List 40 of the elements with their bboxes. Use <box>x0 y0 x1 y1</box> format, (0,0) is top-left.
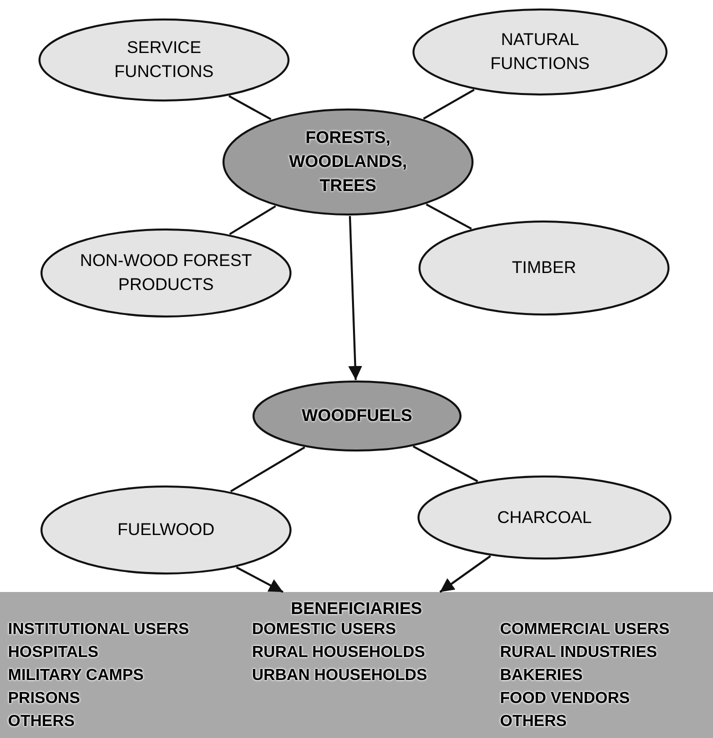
shaded-ellipse <box>252 380 462 452</box>
node-label: TIMBER <box>512 257 576 279</box>
ellipse-node <box>417 475 672 560</box>
list-item: MILITARY CAMPS <box>8 666 144 686</box>
connector-line <box>230 446 306 492</box>
connector-line <box>412 446 478 482</box>
node-label: FORESTS, WOODLANDS, TREES <box>288 127 408 197</box>
connector-line <box>426 203 472 230</box>
node-label: SERVICE FUNCTIONS <box>113 37 215 83</box>
category-heading: COMMERCIAL USERS <box>500 620 670 640</box>
ellipse-node <box>40 228 292 318</box>
list-item: HOSPITALS <box>8 643 98 663</box>
connector-line <box>422 88 475 120</box>
node-label: FUELWOOD <box>118 519 214 541</box>
band-heading: BENEFICIARIES <box>290 598 424 620</box>
ellipse-node <box>38 18 290 102</box>
arrow <box>439 555 492 593</box>
ellipse-node <box>412 8 668 96</box>
list-item: RURAL HOUSEHOLDS <box>252 643 426 663</box>
connector-line <box>228 95 272 120</box>
node-label: WOODFUELS <box>302 405 412 427</box>
list-item: FOOD VENDORS <box>500 689 630 709</box>
list-item: RURAL INDUSTRIES <box>500 643 658 663</box>
list-item: URBAN HOUSEHOLDS <box>252 666 428 686</box>
category-heading: DOMESTIC USERS <box>252 620 396 640</box>
beneficiaries-band <box>0 592 713 738</box>
list-item: OTHERS <box>8 712 75 732</box>
list-item: BAKERIES <box>500 666 583 686</box>
arrow <box>348 216 362 380</box>
node-label: CHARCOAL <box>497 506 592 528</box>
category-heading: INSTITUTIONAL USERS <box>8 620 190 640</box>
node-label: NATURAL FUNCTIONS <box>489 29 591 75</box>
ellipse-node <box>40 485 292 575</box>
list-item: PRISONS <box>8 689 80 709</box>
list-item: OTHERS <box>500 712 567 732</box>
shaded-ellipse <box>222 108 474 216</box>
node-label: NON-WOOD FOREST PRODUCTS <box>80 250 252 296</box>
connector-line <box>229 205 276 236</box>
arrow <box>236 566 284 593</box>
ellipse-node <box>418 220 670 316</box>
